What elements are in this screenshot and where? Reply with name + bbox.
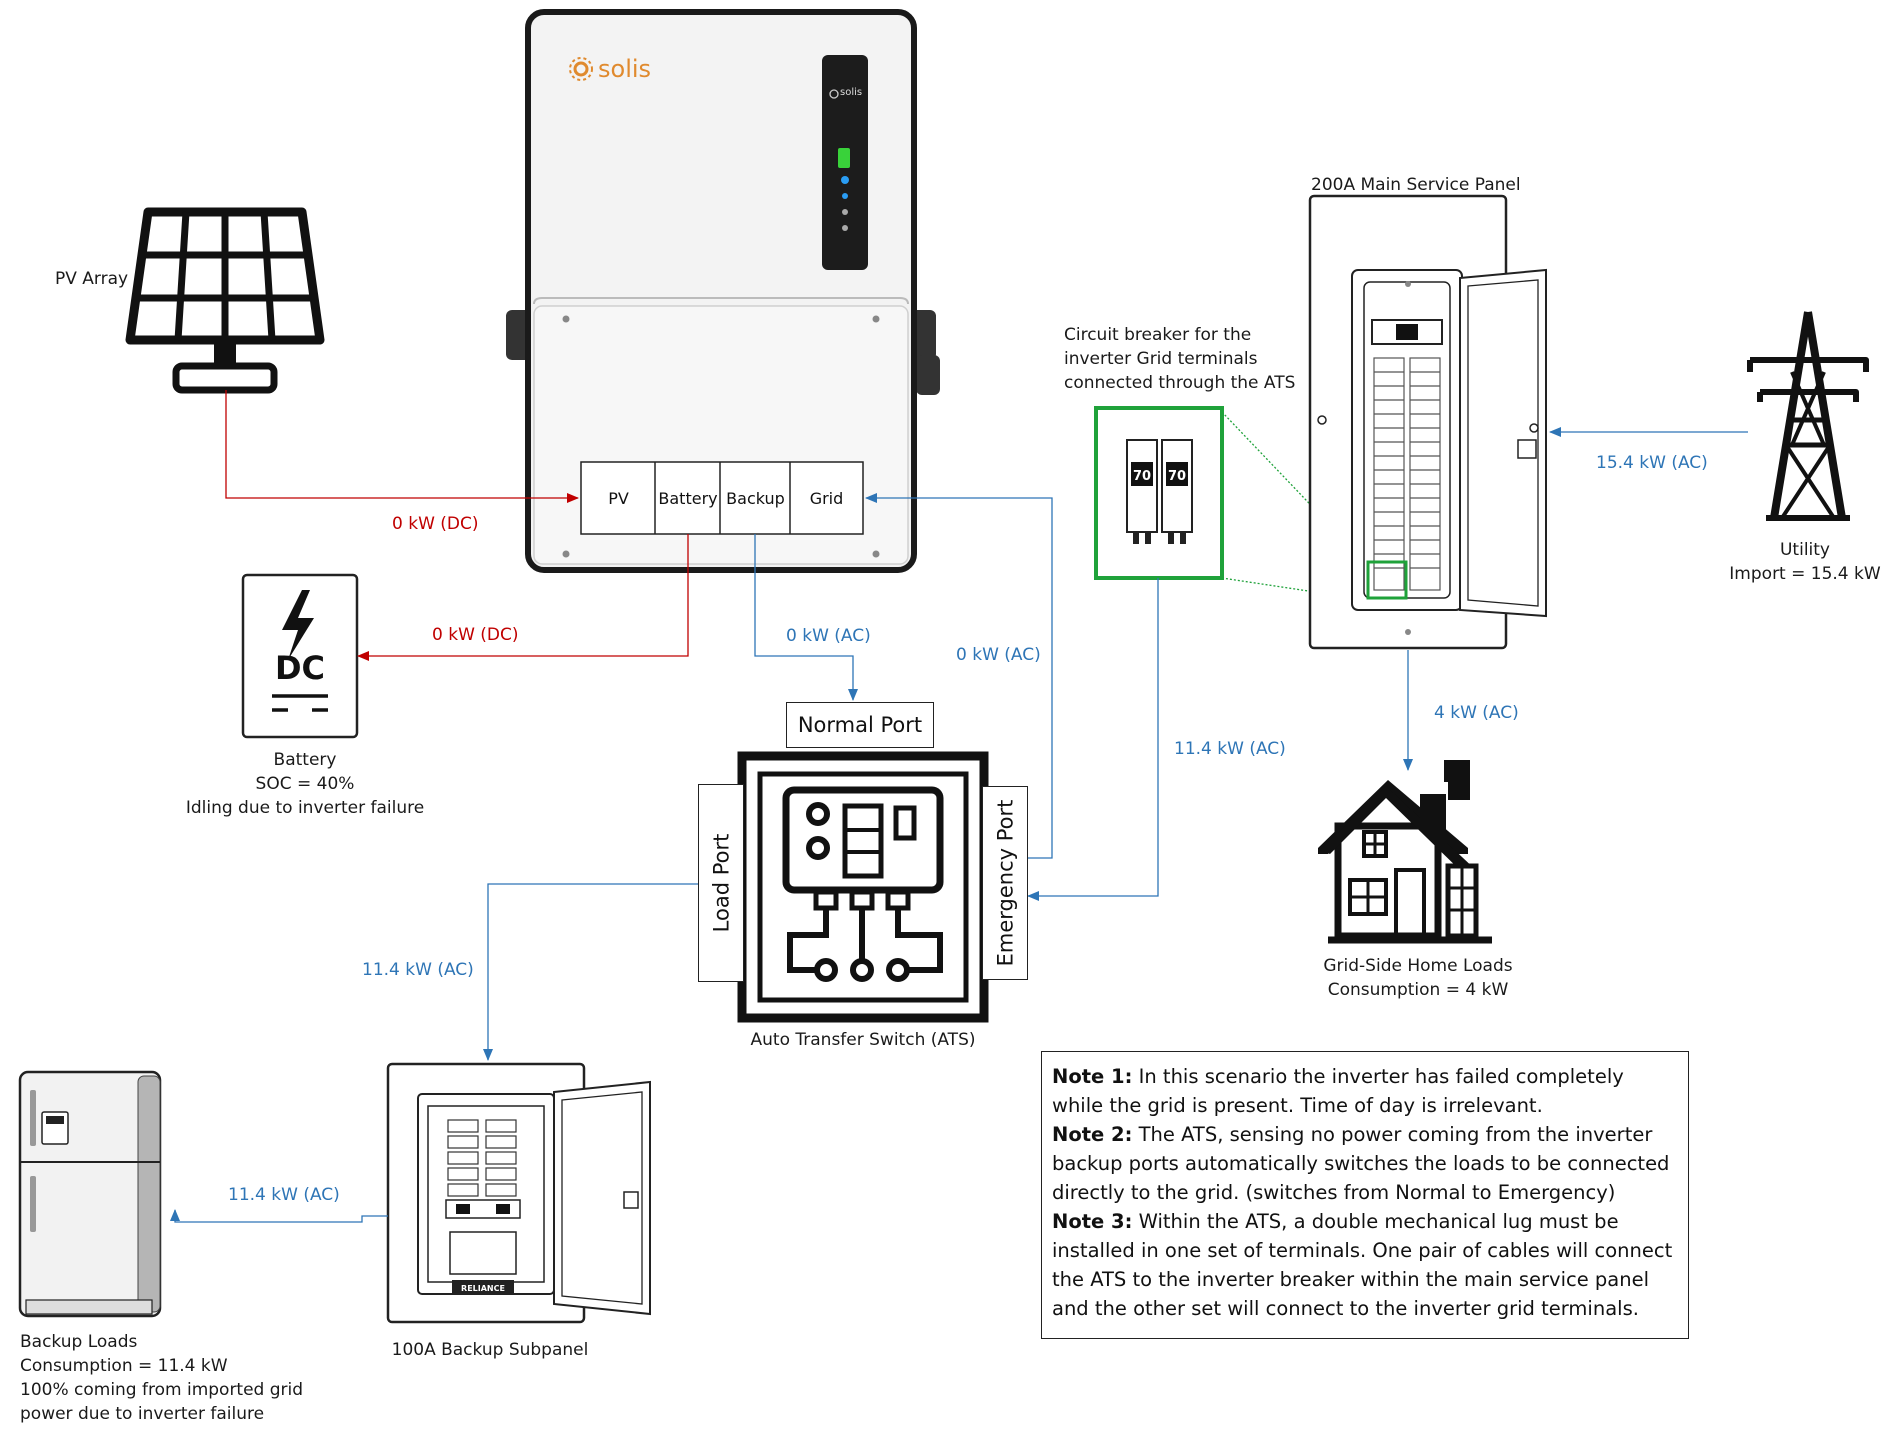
ats-load-port: Load Port [698, 784, 744, 982]
battery-title: Battery [273, 750, 337, 770]
flow-label-home: 4 kW (AC) [1434, 703, 1519, 723]
breaker-caption-1: Circuit breaker for the [1064, 325, 1252, 345]
ats-emergency-port: Emergency Port [982, 786, 1028, 980]
solar-panel-icon [125, 207, 325, 394]
breaker-caption-3: connected through the ATS [1064, 373, 1296, 393]
inverter-port-backup: Backup [726, 488, 785, 508]
flow-label-utility: 15.4 kW (AC) [1596, 453, 1708, 473]
main-service-panel-icon [1308, 194, 1547, 650]
battery-status: Idling due to inverter failure [185, 798, 425, 818]
flow-line-backup [754, 534, 858, 701]
note-1: Note 1: In this scenario the inverter ha… [1052, 1065, 1624, 1117]
battery-dc-text: DC [275, 649, 325, 687]
circuit-breaker-icon [1094, 406, 1224, 580]
note-2: Note 2: The ATS, sensing no power coming… [1052, 1123, 1670, 1204]
flow-label-subpanel: 11.4 kW (AC) [362, 960, 474, 980]
flow-label-fridge: 11.4 kW (AC) [228, 1185, 340, 1205]
notes-box: Note 1: In this scenario the inverter ha… [1041, 1051, 1689, 1339]
flow-line-breaker-ats [1027, 578, 1159, 901]
backup-subpanel-icon [386, 1062, 651, 1324]
subpanel-brand-text: RELIANCE [461, 1284, 505, 1293]
grid-loads-title: Grid-Side Home Loads [1323, 956, 1513, 976]
flow-label-breaker-ats: 11.4 kW (AC) [1174, 739, 1286, 759]
solis-brand-text: solis [598, 55, 652, 83]
inverter [506, 9, 940, 573]
flow-line-ats-grid [865, 493, 1053, 859]
solis-logo-icon [569, 57, 593, 81]
flow-line-fridge [170, 1209, 388, 1223]
ats-normal-port: Normal Port [786, 702, 934, 748]
house-roof-icon [1320, 786, 1492, 944]
inverter-port-pv: PV [608, 488, 629, 508]
pv-array-label: PV Array [55, 269, 129, 289]
subpanel-label: 100A Backup Subpanel [391, 1340, 589, 1360]
utility-import: Import = 15.4 kW [1729, 564, 1881, 584]
solis-display-brand: solis [840, 87, 863, 98]
backup-loads-consumption: Consumption = 11.4 kW [20, 1356, 228, 1376]
flow-label-ats-grid: 0 kW (AC) [956, 645, 1041, 665]
flow-label-pv: 0 kW (DC) [392, 514, 479, 534]
flow-label-backup: 0 kW (AC) [786, 626, 871, 646]
battery-soc: SOC = 40% [255, 774, 355, 794]
backup-loads-note-2: power due to inverter failure [20, 1404, 265, 1424]
grid-loads-consumption: Consumption = 4 kW [1327, 980, 1509, 1000]
house-icon [1318, 760, 1470, 940]
ats-icon [737, 751, 989, 1023]
breaker-rating-b: 70 [1168, 469, 1186, 484]
inverter-port-grid: Grid [809, 488, 844, 508]
refrigerator-icon [18, 1070, 162, 1318]
flow-label-battery: 0 kW (DC) [432, 625, 519, 645]
note-3: Note 3: Within the ATS, a double mechani… [1052, 1210, 1673, 1320]
backup-loads-title: Backup Loads [20, 1332, 138, 1352]
backup-loads-note-1: 100% coming from imported grid [20, 1380, 304, 1400]
main-panel-label: 200A Main Service Panel [1311, 175, 1521, 195]
inverter-port-battery: Battery [658, 488, 718, 508]
ats-title: Auto Transfer Switch (ATS) [750, 1030, 976, 1050]
flow-line-subpanel [483, 883, 700, 1061]
breaker-caption-2: inverter Grid terminals [1064, 349, 1258, 369]
utility-tower-icon [1747, 311, 1869, 521]
flow-line-battery [357, 534, 689, 661]
flow-line-pv [225, 390, 579, 503]
breaker-rating-a: 70 [1133, 469, 1151, 484]
utility-title: Utility [1779, 540, 1830, 560]
